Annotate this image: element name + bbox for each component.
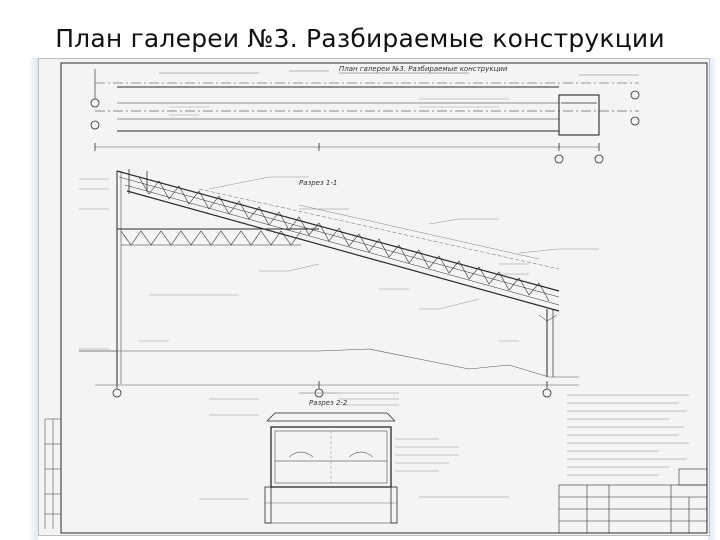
engineering-drawing-sheet: План галереи №3. Разбираемые конструкции… (38, 58, 710, 536)
drawing-svg: План галереи №3. Разбираемые конструкции… (44, 62, 708, 534)
title-block (558, 468, 708, 534)
binding-strip (44, 418, 61, 529)
section-1-1 (79, 169, 599, 398)
section-2-2 (199, 392, 459, 524)
right-edge-shadow (708, 58, 718, 540)
plan-heading: План галереи №3. Разбираемые конструкции (339, 65, 508, 73)
gallery-plan (90, 69, 640, 164)
section-2-2-heading: Разрез 2-2 (309, 399, 348, 407)
section-1-1-heading: Разрез 1-1 (299, 179, 337, 187)
general-notes (419, 394, 689, 498)
slide-title: План галереи №3. Разбираемые конструкции (55, 24, 665, 53)
drawing-frame (60, 62, 708, 534)
left-edge-shadow (28, 58, 38, 540)
